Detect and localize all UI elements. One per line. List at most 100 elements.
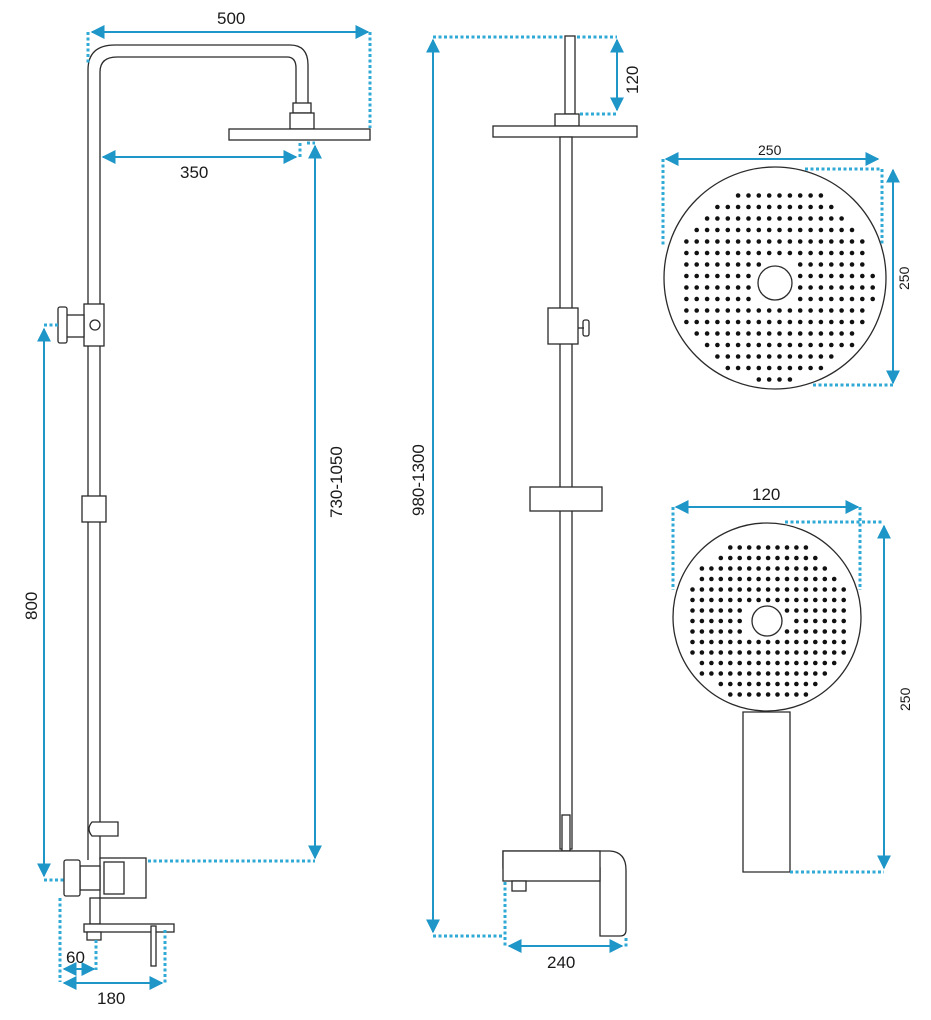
nozzle-dot [690,608,695,613]
label-980-1300: 980-1300 [409,444,428,516]
nozzle-dot [728,629,733,634]
nozzle-dot [728,608,733,613]
nozzle-dot [803,692,809,697]
nozzle-dot [860,273,865,279]
nozzle-dot [718,608,724,613]
nozzle-dot [803,576,809,582]
nozzle-dot [787,319,793,325]
nozzle-dot [690,650,695,655]
hand-shower-view: 120 250 [671,485,913,874]
nozzle-dot [709,566,714,571]
nozzle-dot [728,587,733,592]
nozzle-dot [813,608,818,613]
nozzle-dot [829,227,834,233]
nozzle-dot [775,587,780,592]
nozzle-dot [728,639,733,645]
nozzle-dot [829,331,834,336]
nozzle-dot [718,650,724,655]
nozzle-dot [735,193,741,198]
nozzle-dot [746,354,751,359]
nozzle-dot [737,681,742,687]
nozzle-dot [822,650,828,655]
nozzle-dot [715,331,720,336]
nozzle-dot [725,296,731,302]
nozzle-dot [746,319,751,325]
nozzle-dot [777,365,782,371]
nozzle-dot [794,576,799,582]
nozzle-dot [699,618,705,624]
nozzle-dot [775,555,780,561]
nozzle-dot [690,639,695,645]
side-mixer-outlet-base [83,923,175,933]
nozzle-dot [803,629,809,634]
nozzle-dot [797,250,803,256]
nozzle-dot [787,250,793,256]
nozzle-dot [797,273,803,279]
nozzle-dot [829,273,834,279]
rain-head-center-hole [757,265,793,301]
label-180: 180 [97,989,125,1008]
nozzle-dot [808,308,813,313]
nozzle-dot [746,308,751,313]
nozzle-dot [784,650,790,655]
nozzle-dot [849,308,855,313]
nozzle-dot [841,629,846,634]
nozzle-dot [784,681,790,687]
nozzle-dot [715,262,720,267]
nozzle-dot [765,545,771,550]
nozzle-dot [822,576,828,582]
label-800: 800 [22,592,41,620]
nozzle-dot [787,216,793,221]
nozzle-dot [704,319,710,325]
front-view: 120 980-1300 240 [409,35,642,972]
nozzle-dot [775,650,780,655]
nozzle-dot [735,204,741,210]
nozzle-dot [715,227,720,233]
nozzle-dot [699,671,705,676]
nozzle-dot [808,204,813,210]
nozzle-dot [829,285,834,290]
side-mixer-outlet-pipe [89,897,101,925]
nozzle-dot [822,597,828,603]
nozzle-dot [746,342,751,348]
nozzle-dot [813,671,818,676]
nozzle-dot [684,285,689,290]
label-120-hand: 120 [752,485,780,504]
nozzle-dot [860,250,865,256]
nozzle-dot [813,597,818,603]
nozzle-dot [699,639,705,645]
nozzle-dot [794,608,799,613]
hand-shower-nozzles [690,545,846,697]
nozzle-dot [813,639,818,645]
nozzle-dot [699,660,705,666]
nozzle-dot [725,250,731,256]
nozzle-dot [756,331,762,336]
nozzle-dot [718,681,724,687]
nozzle-dot [684,250,689,256]
nozzle-dot [829,262,834,267]
nozzle-dot [756,576,761,582]
nozzle-dot [818,262,824,267]
nozzle-dot [715,250,720,256]
nozzle-dot [746,262,751,267]
nozzle-dot [737,660,742,666]
nozzle-dot [777,239,782,244]
nozzle-dot [831,618,837,624]
nozzle-dot [704,285,710,290]
nozzle-dot [725,319,731,325]
nozzle-dot [766,319,772,325]
nozzle-dot [803,660,809,666]
nozzle-dot [803,639,809,645]
side-mixer-knob [63,859,81,897]
nozzle-dot [756,650,761,655]
nozzle-dot [715,204,720,210]
nozzle-dot [735,285,741,290]
nozzle-dot [704,262,710,267]
nozzle-dot [704,227,710,233]
nozzle-dot [725,365,731,371]
nozzle-dot [860,296,865,302]
nozzle-dot [787,377,793,382]
nozzle-dot [849,331,855,336]
nozzle-dot [684,262,689,267]
nozzle-dot [794,639,799,645]
